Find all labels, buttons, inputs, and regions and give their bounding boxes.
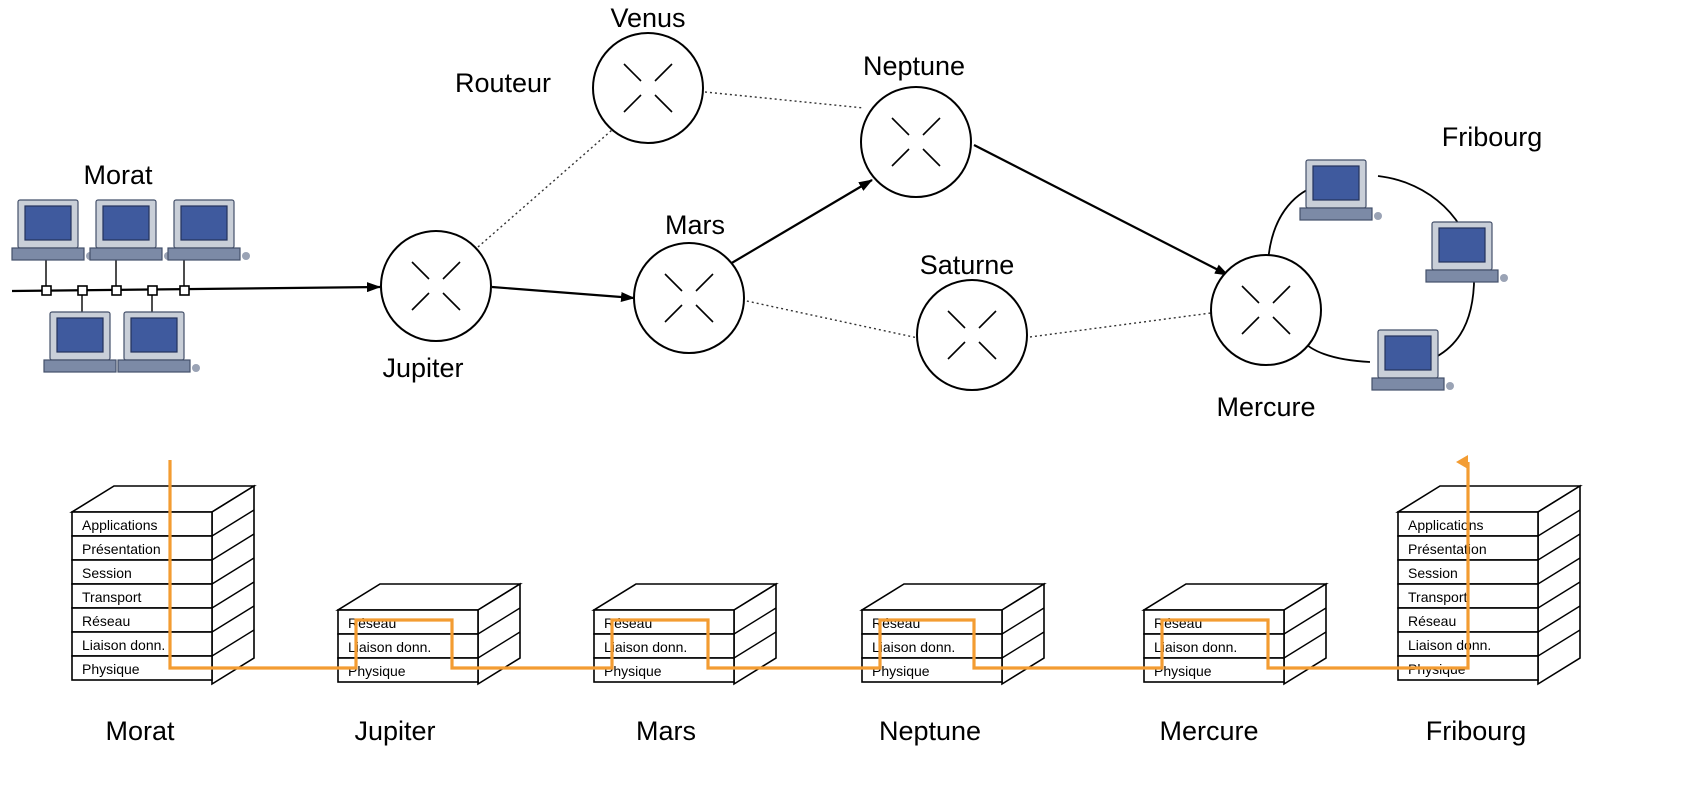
computer-icon <box>43 311 126 373</box>
link-jupiter-venus <box>477 129 613 248</box>
stack-mercure: Réseau Liaison donn. Physique Mercure <box>1141 582 1329 746</box>
stack-neptune: Réseau Liaison donn. Physique Neptune <box>859 582 1047 746</box>
layer-label: Session <box>1408 565 1458 581</box>
stack-label-mars: Mars <box>636 716 696 746</box>
stack-jupiter: Réseau Liaison donn. Physique Jupiter <box>335 582 523 746</box>
link-venus-neptune <box>704 91 865 109</box>
router-caption: Routeur <box>455 68 551 98</box>
link-mars-neptune <box>729 179 873 265</box>
router-label-saturne: Saturne <box>920 250 1015 280</box>
layer-label: Réseau <box>82 613 130 629</box>
layer-label: Liaison donn. <box>1408 637 1491 653</box>
layer-label: Liaison donn. <box>872 639 955 655</box>
link-jupiter-mars <box>491 285 635 302</box>
link-saturne-mercure <box>1029 312 1212 338</box>
stack-label-morat: Morat <box>105 716 175 746</box>
link-neptune-mercure <box>973 144 1229 276</box>
computer-icon <box>89 199 172 261</box>
link-morat-jupiter <box>11 282 381 293</box>
layer-label: Applications <box>1408 517 1484 533</box>
layer-label: Physique <box>604 663 662 679</box>
topology: Venus Routeur Neptune Morat Mars Saturne… <box>11 3 1543 422</box>
router-label-mercure: Mercure <box>1216 392 1315 422</box>
stack-label-mercure: Mercure <box>1159 716 1258 746</box>
stack-morat: Applications Présentation Session Transp… <box>69 484 257 746</box>
layer-label: Liaison donn. <box>82 637 165 653</box>
computer-icon <box>1371 329 1454 391</box>
layer-label: Transport <box>1408 589 1468 605</box>
router-label-venus: Venus <box>610 3 685 33</box>
router-venus-icon <box>592 32 704 144</box>
router-saturne-icon <box>916 279 1028 391</box>
stack-label-neptune: Neptune <box>879 716 981 746</box>
network-label-morat: Morat <box>83 160 153 190</box>
router-label-neptune: Neptune <box>863 51 965 81</box>
stack-mars: Réseau Liaison donn. Physique Mars <box>591 582 779 746</box>
router-neptune-icon <box>860 86 972 198</box>
layer-label: Liaison donn. <box>348 639 431 655</box>
layer-label: Liaison donn. <box>604 639 687 655</box>
computer-icon <box>11 199 94 261</box>
layer-label: Présentation <box>82 541 161 557</box>
router-label-jupiter: Jupiter <box>382 353 463 383</box>
computer-icon <box>167 199 250 261</box>
layer-label: Physique <box>872 663 930 679</box>
computer-icon <box>1425 221 1508 283</box>
layer-label: Liaison donn. <box>1154 639 1237 655</box>
stack-label-jupiter: Jupiter <box>354 716 435 746</box>
layer-label: Session <box>82 565 132 581</box>
data-path <box>168 455 1470 670</box>
network-label-fribourg: Fribourg <box>1442 122 1543 152</box>
router-label-mars: Mars <box>665 210 725 240</box>
layer-label: Physique <box>1154 663 1212 679</box>
computer-icon <box>1299 159 1382 221</box>
layer-label: Physique <box>82 661 140 677</box>
morat-lan <box>41 255 190 312</box>
protocol-stacks: Applications Présentation Session Transp… <box>69 455 1583 746</box>
layer-label: Présentation <box>1408 541 1487 557</box>
router-mercure-icon <box>1210 254 1322 366</box>
stack-fribourg: Applications Présentation Session Transp… <box>1395 484 1583 746</box>
stack-label-fribourg: Fribourg <box>1426 716 1527 746</box>
router-jupiter-icon <box>380 230 492 342</box>
router-mars-icon <box>633 242 745 354</box>
layer-label: Physique <box>348 663 406 679</box>
computer-icon <box>117 311 200 373</box>
layer-label: Applications <box>82 517 158 533</box>
layer-label: Réseau <box>1408 613 1456 629</box>
layer-label: Transport <box>82 589 142 605</box>
link-mars-saturne <box>741 299 919 339</box>
